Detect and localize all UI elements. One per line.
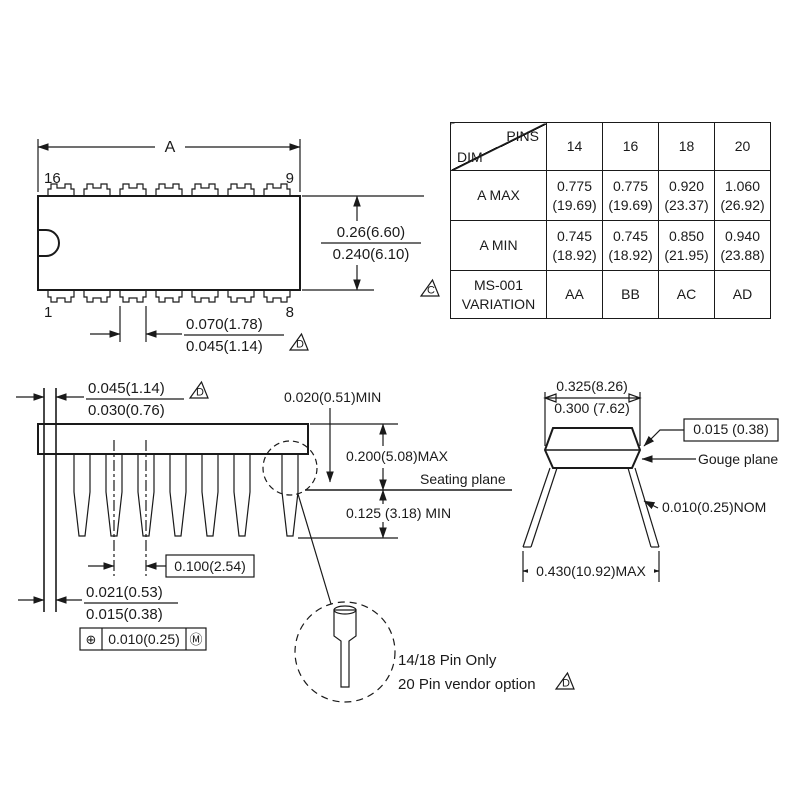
table-cell: AD <box>714 270 771 319</box>
pin-width-max: 0.070(1.78) <box>186 316 263 333</box>
lead-tip-max: 0.021(0.53) <box>86 584 163 601</box>
position-tolerance-value: 0.010(0.25) <box>108 631 180 647</box>
table-cell: 0.850 (21.95) <box>658 220 715 271</box>
detail-pointer-line <box>297 493 332 605</box>
side-view-leads <box>73 453 299 537</box>
svg-text:D: D <box>296 339 304 351</box>
package-body-end-view <box>543 427 642 469</box>
body-width-mm: 0.240(6.10) <box>333 246 410 263</box>
row-label-variation: MS-001 VARIATION <box>450 270 547 319</box>
side-view: 0.045(1.14) 0.030(0.76) D 0.020(0.51)MIN… <box>16 380 512 651</box>
revision-flag-d-detail: D <box>554 671 575 690</box>
top-view: A 16 9 1 8 0.26(6.60) 0.240(6.10) <box>37 139 424 355</box>
detail-lead <box>333 605 357 688</box>
dim-a: A <box>37 139 301 192</box>
seating-plane-label: Seating plane <box>420 471 506 487</box>
end-view: 0.325(8.26) 0.300 (7.62) 0.015 (0.38) Go… <box>522 378 779 582</box>
end-body-width-max: 0.325(8.26) <box>556 378 628 394</box>
gauge-offset-label: 0.015 (0.38) <box>693 421 769 437</box>
dim-body-height: 0.200(5.08)MAX <box>310 423 449 491</box>
dim-spread-max: 0.430(10.92)MAX <box>522 551 660 582</box>
end-body-width-min: 0.300 (7.62) <box>554 400 630 416</box>
table-cell: 0.775 (19.69) <box>546 170 603 221</box>
row-label-a-min: A MIN <box>450 220 547 271</box>
svg-text:C: C <box>427 285 435 297</box>
gauge-plane-label: Gouge plane <box>698 451 778 467</box>
lead-thickness-label: 0.010(0.25)NOM <box>662 499 766 515</box>
table-cell: 0.775 (19.69) <box>602 170 659 221</box>
pitch-label: 0.100(2.54) <box>174 558 246 574</box>
detail-note-line2: 20 Pin vendor option <box>398 676 536 693</box>
table-cell: 0.940 (23.88) <box>714 220 771 271</box>
package-body-top-view <box>37 195 301 291</box>
table-col-14: 14 <box>546 122 603 171</box>
table-cell: BB <box>602 270 659 319</box>
pins-dim-table: PINS DIM 14 16 18 20 A MAX 0.775 (19.69)… <box>450 122 771 319</box>
dim-pitch: 0.100(2.54) <box>88 440 255 578</box>
row-label-a-max: A MAX <box>450 170 547 221</box>
package-body-side-view <box>37 423 309 455</box>
table-header-pins: PINS <box>506 128 539 144</box>
pin-number-16: 16 <box>44 170 61 187</box>
lead-tip-min: 0.015(0.38) <box>86 606 163 623</box>
gauge-plane-callout: Gouge plane <box>641 451 778 467</box>
table-col-20: 20 <box>714 122 771 171</box>
dim-lead-tip: 0.021(0.53) 0.015(0.38) <box>18 584 178 623</box>
dim-gauge-offset: 0.015 (0.38) <box>643 418 779 447</box>
mmc-modifier-symbol: Ⓜ <box>189 632 202 647</box>
table-cell: 0.745 (18.92) <box>546 220 603 271</box>
top-edge-pins <box>47 183 291 197</box>
dim-lead-thickness: 0.010(0.25)NOM <box>643 499 766 515</box>
bottom-edge-pins <box>47 289 291 303</box>
dim-lead-shoulder: 0.045(1.14) 0.030(0.76) D <box>16 380 209 419</box>
pin1-index-notch <box>38 229 60 257</box>
dimension-table: PINS DIM 14 16 18 20 A MAX 0.775 (19.69)… <box>450 122 771 319</box>
pin-number-9: 9 <box>286 170 294 187</box>
position-tolerance-frame: ⊕ 0.010(0.25) Ⓜ <box>79 627 207 651</box>
detail-note-line1: 14/18 Pin Only <box>398 652 497 669</box>
dim-lead-length: 0.125 (3.18) MIN <box>298 489 451 539</box>
table-cell: 0.745 (18.92) <box>602 220 659 271</box>
detail-circle <box>294 601 396 703</box>
pin-width-min: 0.045(1.14) <box>186 338 263 355</box>
spread-max-label: 0.430(10.92)MAX <box>536 563 646 579</box>
table-header-diagonal-cell: PINS DIM <box>450 122 547 171</box>
table-cell: AC <box>658 270 715 319</box>
pin-number-8: 8 <box>286 304 294 321</box>
pin-number-1: 1 <box>44 304 52 321</box>
body-width-inch: 0.26(6.60) <box>337 224 405 241</box>
table-col-16: 16 <box>602 122 659 171</box>
end-view-leads <box>522 467 660 548</box>
dim-body-width: 0.26(6.60) 0.240(6.10) <box>302 195 424 291</box>
table-cell: AA <box>546 270 603 319</box>
table-col-18: 18 <box>658 122 715 171</box>
table-cell: 1.060 (26.92) <box>714 170 771 221</box>
table-header-dim: DIM <box>457 148 483 165</box>
detail-callout-circle <box>262 440 318 496</box>
revision-flag-d-top: D <box>288 332 309 351</box>
lead-length-label: 0.125 (3.18) MIN <box>346 505 451 521</box>
dim-standoff: 0.020(0.51)MIN <box>284 389 381 483</box>
dim-a-label: A <box>165 139 176 156</box>
svg-text:D: D <box>196 387 204 399</box>
body-height-label: 0.200(5.08)MAX <box>346 448 449 464</box>
table-cell: 0.920 (23.37) <box>658 170 715 221</box>
position-symbol: ⊕ <box>86 632 97 647</box>
lead-shoulder-min: 0.030(0.76) <box>88 402 165 419</box>
revision-flag-c-table: C <box>419 278 440 297</box>
revision-flag-d-side: D <box>188 380 209 399</box>
dim-end-body-width: 0.325(8.26) 0.300 (7.62) <box>543 378 642 446</box>
standoff-label: 0.020(0.51)MIN <box>284 389 381 405</box>
svg-text:D: D <box>562 678 570 690</box>
dim-pin-width: 0.070(1.78) 0.045(1.14) D <box>90 306 309 355</box>
detail-view: 14/18 Pin Only 20 Pin vendor option D <box>294 493 575 703</box>
lead-shoulder-max: 0.045(1.14) <box>88 380 165 397</box>
